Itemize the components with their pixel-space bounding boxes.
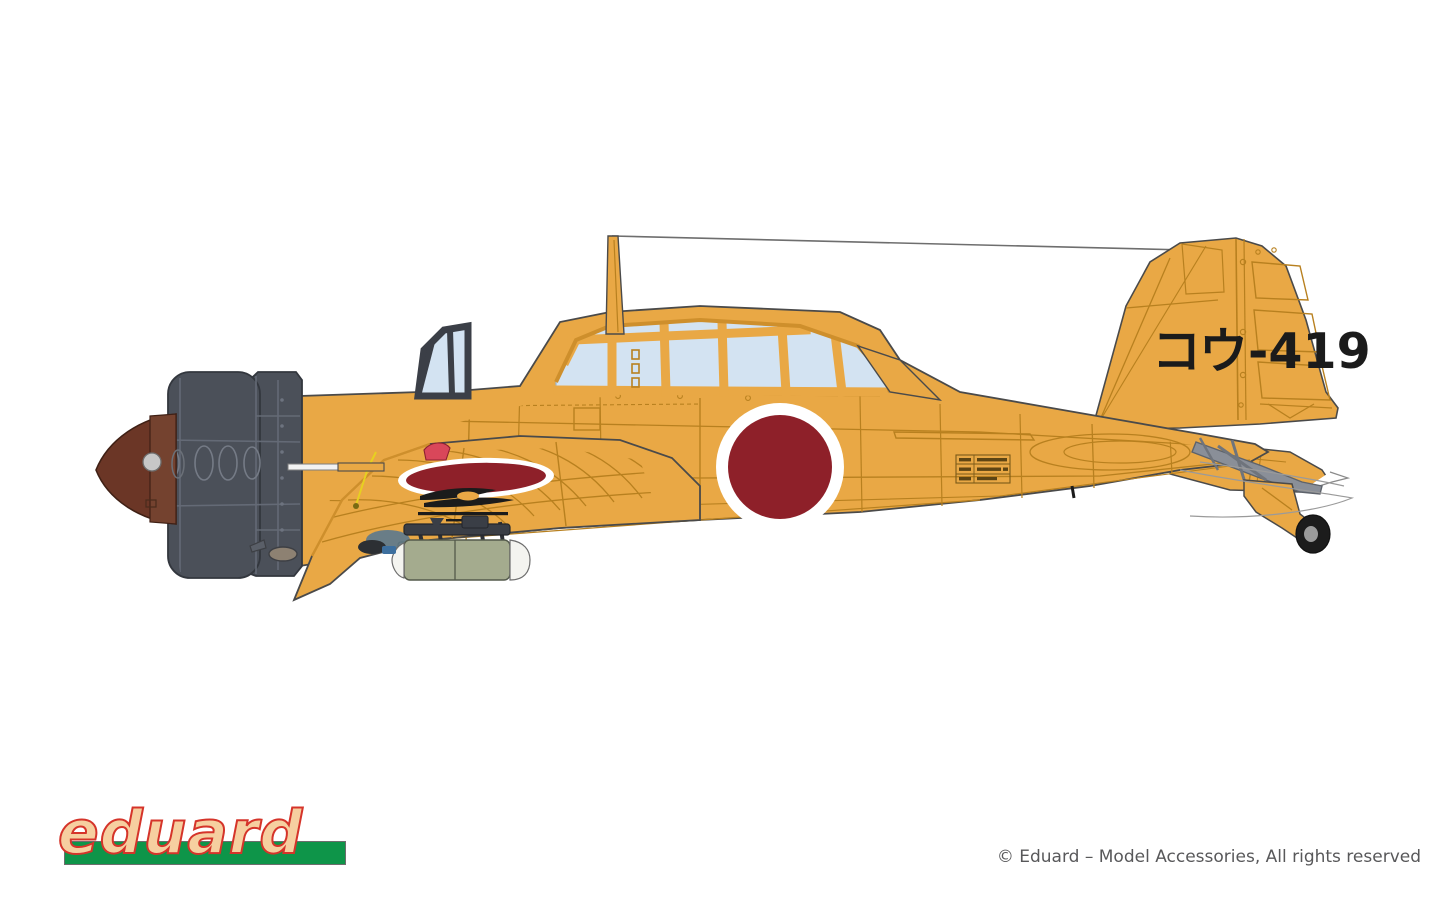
- engine-cowling: [164, 371, 303, 579]
- wing-hinomaru: [398, 442, 554, 499]
- wing-stencils: [418, 488, 514, 522]
- wing: [292, 435, 701, 602]
- spinner: [95, 413, 177, 525]
- windshield: [414, 321, 472, 400]
- canopy: [553, 317, 943, 402]
- tail-code-text: コウ-419: [1152, 323, 1371, 380]
- antenna-wire: [611, 235, 1187, 251]
- eduard-logo-text: eduard: [57, 798, 304, 868]
- copyright-text: © Eduard – Model Accessories, All rights…: [996, 847, 1421, 867]
- pitot-tube: [287, 462, 385, 472]
- drop-tank: [382, 515, 531, 581]
- wing-plan-outline: [1179, 461, 1355, 518]
- fuselage-hinomaru: [716, 403, 844, 531]
- tail-wheel: [1243, 479, 1331, 554]
- propeller-blade: [171, 449, 185, 479]
- fuselage-data-placard: [955, 454, 1011, 484]
- eduard-logo-bar: [64, 841, 346, 865]
- radio-mast: [605, 235, 625, 335]
- vertical-tail: コウ-419: [1090, 237, 1371, 431]
- footer: eduard © Eduard – Model Accessories, All…: [0, 793, 1445, 903]
- eduard-logo: eduard: [57, 798, 348, 868]
